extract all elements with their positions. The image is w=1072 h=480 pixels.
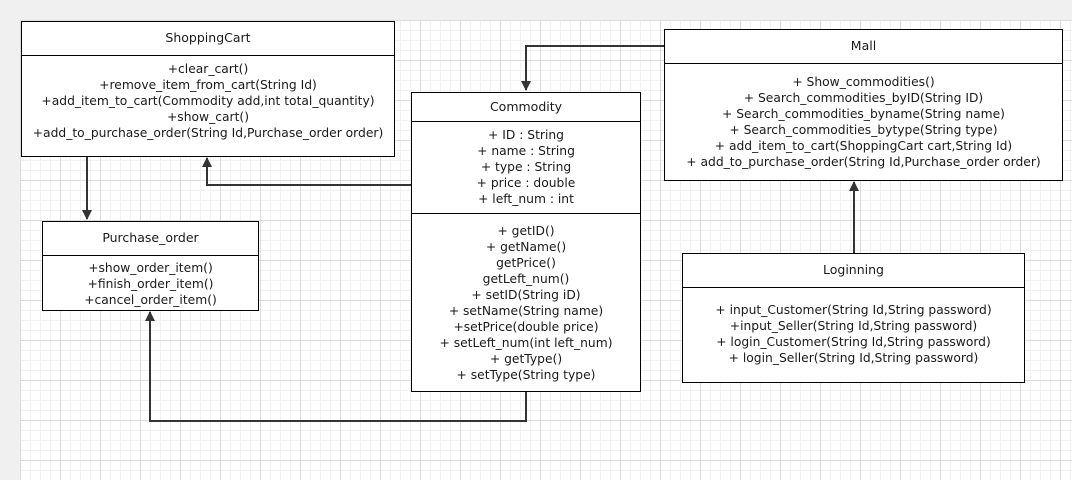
method-row: +cancel_order_item()	[84, 293, 217, 307]
method-row: +show_cart()	[166, 110, 249, 124]
method-row: + setName(String name)	[448, 304, 604, 318]
class-loginning[interactable]: Loginning + input_Customer(String Id,Str…	[682, 253, 1025, 383]
method-row: getLeft_num()	[482, 272, 570, 286]
left-ruler	[0, 20, 20, 480]
connector-mall-to-commodity[interactable]	[521, 45, 665, 91]
attribute-row: + type : String	[480, 160, 572, 174]
class-title: Mall	[850, 38, 877, 53]
method-row: + login_Seller(String Id,String password…	[728, 351, 979, 365]
class-mall[interactable]: Mall + Show_commodities() + Search_commo…	[664, 29, 1063, 181]
methods-section: +clear_cart() +remove_item_from_cart(Str…	[22, 56, 394, 141]
connector-commodity-to-purchase-order[interactable]	[145, 311, 527, 422]
method-row: +input_Seller(String Id,String password)	[729, 319, 978, 333]
method-row: + Show_commodities()	[792, 75, 935, 89]
methods-section: + input_Customer(String Id,String passwo…	[683, 288, 1024, 366]
attribute-row: + ID : String	[488, 128, 564, 142]
class-title-box: Loginning	[683, 254, 1024, 288]
class-title: Purchase_order	[102, 230, 199, 245]
class-shopping-cart[interactable]: ShoppingCart +clear_cart() +remove_item_…	[21, 21, 395, 157]
class-title: ShoppingCart	[165, 30, 251, 45]
attributes-section: + ID : String + name : String + type : S…	[412, 122, 640, 214]
class-title-box: Commodity	[412, 93, 640, 122]
method-row: getPrice()	[496, 256, 556, 270]
class-title-box: Mall	[665, 30, 1062, 64]
method-row: +add_item_to_cart(Commodity add,int tota…	[41, 94, 375, 108]
method-row: + setID(String iD)	[471, 288, 581, 302]
method-row: +clear_cart()	[167, 62, 249, 76]
method-row: + add_item_to_cart(ShoppingCart cart,Str…	[714, 139, 1013, 153]
method-row: + Search_commodities_bytype(String type)	[729, 123, 998, 137]
method-row: +show_order_item()	[88, 261, 213, 275]
method-row: +add_to_purchase_order(String Id,Purchas…	[32, 126, 384, 140]
method-row: + input_Customer(String Id,String passwo…	[715, 303, 992, 317]
class-title: Loginning	[823, 262, 884, 277]
attribute-row: + left_num : int	[478, 192, 574, 206]
class-title: Commodity	[489, 99, 563, 114]
class-title-box: Purchase_order	[43, 222, 258, 256]
method-row: + add_to_purchase_order(String Id,Purcha…	[686, 155, 1041, 169]
method-row: +remove_item_from_cart(String Id)	[99, 78, 317, 92]
method-row: + setType(String type)	[456, 368, 596, 382]
class-commodity[interactable]: Commodity + ID : String + name : String …	[411, 92, 641, 392]
methods-section: + Show_commodities() + Search_commoditie…	[665, 64, 1062, 170]
attribute-row: + price : double	[476, 176, 576, 190]
method-row: +finish_order_item()	[87, 277, 214, 291]
attribute-row: + name : String	[477, 144, 575, 158]
methods-section: + getID() + getName() getPrice() getLeft…	[412, 214, 640, 383]
class-title-box: ShoppingCart	[22, 22, 394, 56]
method-row: +setPrice(double price)	[453, 320, 599, 334]
connector-commodity-to-cart[interactable]	[202, 157, 412, 186]
method-row: + login_Customer(String Id,String passwo…	[716, 335, 991, 349]
method-row: + getID()	[497, 224, 555, 238]
method-row: + getName()	[485, 240, 567, 254]
class-purchase-order[interactable]: Purchase_order +show_order_item() +finis…	[42, 221, 259, 311]
method-row: + Search_commodities_byID(String ID)	[743, 91, 984, 105]
methods-section: +show_order_item() +finish_order_item() …	[43, 256, 258, 308]
method-row: + Search_commodities_byname(String name)	[722, 107, 1005, 121]
method-row: + setLeft_num(int left_num)	[439, 336, 613, 350]
method-row: + getType()	[489, 352, 563, 366]
